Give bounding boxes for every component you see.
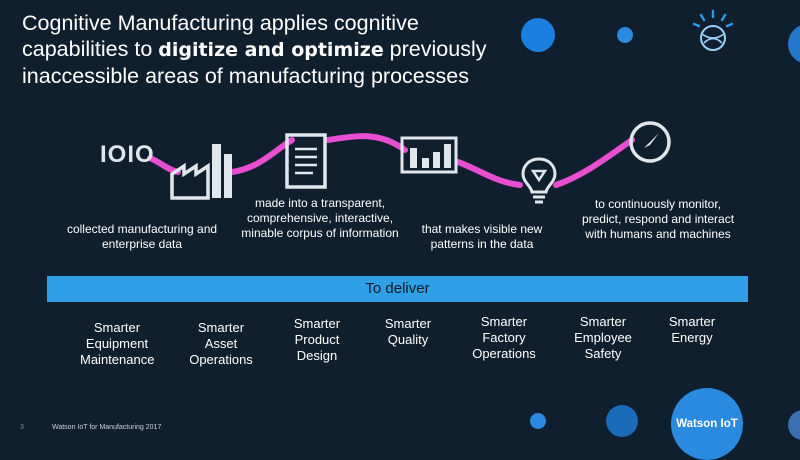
flow-curve (147, 133, 635, 188)
outcome-equipment-maintenance: Smarter Equipment Maintenance (80, 320, 155, 367)
lightbulb-icon (521, 157, 557, 204)
gauge-icon (629, 121, 671, 163)
decorative-circle (788, 24, 800, 64)
watson-iot-badge: Watson IoT (671, 388, 743, 460)
outcome-employee-safety: Smarter Employee Safety (574, 314, 632, 361)
page-title: Cognitive Manufacturing applies cognitiv… (22, 11, 487, 88)
page-number: 3 (20, 424, 24, 431)
factory-icon (170, 144, 232, 200)
decorative-circle (606, 405, 638, 437)
decorative-circle (521, 18, 555, 52)
caption-monitor: to continuously monitor, predict, respon… (581, 197, 735, 241)
outcome-energy: Smarter Energy (668, 314, 716, 345)
outcome-factory-operations: Smarter Factory Operations (472, 314, 536, 361)
ibm-logo-icon (692, 9, 734, 51)
caption-corpus: made into a transparent, comprehensive, … (241, 196, 399, 240)
caption-patterns: that makes visible new patterns in the d… (421, 222, 543, 251)
decorative-circle (788, 410, 800, 440)
outcome-quality: Smarter Quality (384, 316, 432, 347)
decorative-circle (530, 413, 546, 429)
bar-chart-icon (400, 136, 458, 174)
decorative-circle (617, 27, 633, 43)
caption-collected-data: collected manufacturing and enterprise d… (66, 222, 218, 251)
data-bits-icon: IOIO (100, 141, 155, 168)
outcome-product-design: Smarter Product Design (293, 316, 341, 363)
document-icon (285, 133, 327, 189)
outcome-asset-operations: Smarter Asset Operations (189, 320, 253, 367)
to-deliver-bar: To deliver (47, 276, 748, 302)
footer-text: Watson IoT for Manufacturing 2017 (52, 424, 162, 431)
